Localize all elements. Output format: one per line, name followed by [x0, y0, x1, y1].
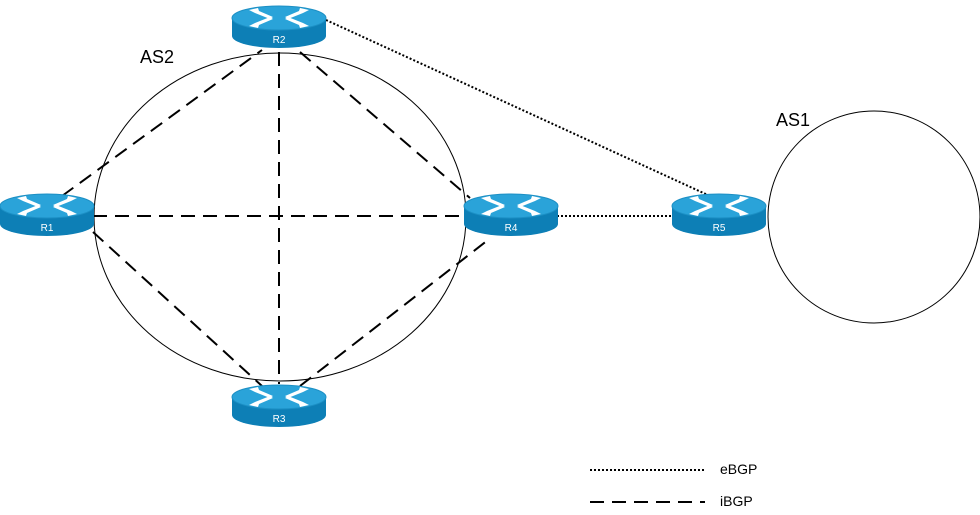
router-r1-label: R1 — [41, 223, 54, 234]
ibgp-links — [61, 49, 489, 387]
link-r2-r5 — [325, 19, 711, 197]
router-r3[interactable]: R3 — [231, 384, 327, 428]
as1-boundary — [767, 110, 980, 324]
router-r3-label: R3 — [273, 414, 286, 425]
router-r4-label: R4 — [505, 223, 518, 234]
legend-ebgp-label: eBGP — [720, 461, 757, 477]
router-r5-label: R5 — [713, 223, 726, 234]
legend: eBGP iBGP — [590, 461, 757, 509]
ebgp-links — [325, 19, 711, 217]
link-r2-r4 — [299, 51, 471, 199]
router-r4[interactable]: R4 — [463, 193, 559, 237]
router-r5[interactable]: R5 — [671, 193, 767, 237]
router-r2[interactable]: R2 — [231, 5, 327, 49]
router-r1[interactable]: R1 — [0, 193, 95, 237]
link-r3-r4 — [299, 239, 489, 387]
router-r2-label: R2 — [273, 35, 286, 46]
as2-label: AS2 — [140, 47, 174, 67]
link-r1-r2 — [61, 49, 263, 197]
link-r1-r3 — [92, 231, 263, 387]
legend-ibgp-label: iBGP — [720, 493, 753, 509]
as1-label: AS1 — [776, 110, 810, 130]
